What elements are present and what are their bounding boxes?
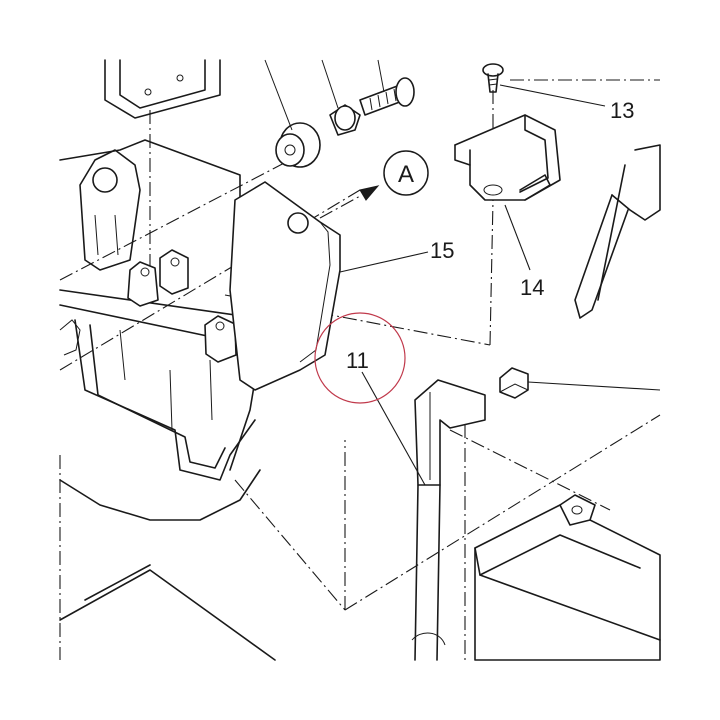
grommet-spacer-screw xyxy=(264,59,415,168)
terminal-bolt xyxy=(499,367,529,399)
top-mount-bracket xyxy=(104,59,221,119)
highlight-circle xyxy=(314,312,406,404)
callout-13: 13 xyxy=(610,98,634,123)
battery-block xyxy=(474,494,661,661)
leader-lines xyxy=(339,84,661,486)
callout-15: 15 xyxy=(430,238,454,263)
part-13-screw xyxy=(482,63,504,93)
part-14-clip-bracket xyxy=(454,114,561,201)
view-arrow xyxy=(319,185,380,219)
battery-strap-hook xyxy=(574,144,661,319)
part-15-plate-bracket xyxy=(229,181,341,391)
view-marker-label: A xyxy=(398,161,414,188)
view-marker-a: A xyxy=(383,150,429,196)
part-11-terminal-cable xyxy=(411,379,486,661)
callout-11: 11 xyxy=(346,348,369,373)
callout-14: 14 xyxy=(520,275,544,300)
left-upright-bracket xyxy=(79,149,141,271)
